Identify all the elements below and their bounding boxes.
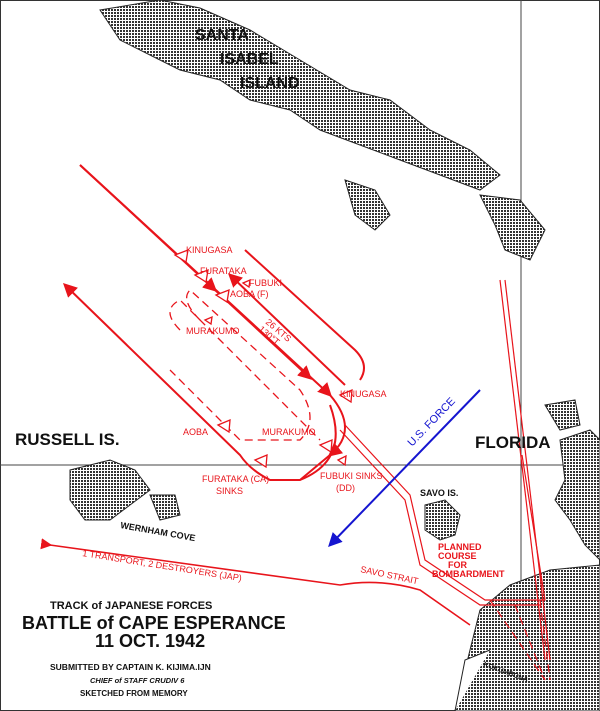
santa-isabel-islet	[344, 179, 391, 231]
label-russell: RUSSELL IS.	[15, 430, 120, 449]
ship-label: KINUGASA	[186, 245, 233, 255]
ship-label: KINUGASA	[340, 389, 387, 399]
transport-label: 1 TRANSPORT, 2 DESTROYERS (JAP)	[82, 548, 243, 583]
sketched-note: SKETCHED FROM MEMORY	[80, 689, 188, 698]
planned-course-label: FOR	[448, 560, 467, 570]
label-santa-isabel: ISLAND	[240, 75, 300, 92]
label-savo: SAVO IS.	[420, 488, 458, 498]
russell-islands	[69, 459, 151, 521]
ship-label: AOBA	[183, 427, 208, 437]
label-wernham: WERNHAM COVE	[120, 520, 197, 543]
santa-isabel-island	[99, 0, 501, 191]
planned-course-label: PLANNED	[438, 542, 482, 552]
sinking-label: FUBUKI SINKS	[320, 471, 383, 481]
ship-label: FURATAKA	[200, 266, 247, 276]
florida-islet	[544, 399, 581, 431]
title-line2: BATTLE of CAPE ESPERANCE	[22, 613, 286, 633]
japanese-tracks	[40, 164, 551, 681]
guadalcanal	[454, 564, 600, 711]
sinking-label: SINKS	[216, 486, 243, 496]
savo-island	[424, 499, 461, 541]
ship-label: FUBUKI	[249, 278, 282, 288]
guadalcanal-west	[454, 649, 491, 711]
chief-of-staff: CHIEF of STAFF CRUDIV 6	[90, 676, 185, 685]
santa-isabel-islet	[479, 194, 546, 261]
planned-course-label: BOMBARDMENT	[432, 569, 505, 579]
russell-islet	[149, 494, 181, 521]
submitted-by: SUBMITTED BY CAPTAIN K. KIJIMA.IJN	[50, 662, 211, 672]
sinking-label: FURATAKA (CA)	[202, 474, 269, 484]
ship-icons	[173, 248, 353, 469]
label-santa-isabel: SANTA	[195, 27, 249, 44]
sinking-label: (DD)	[336, 483, 355, 493]
us-force-track	[328, 389, 481, 548]
ship-label: AOBA (F)	[230, 289, 269, 299]
label-santa-isabel: ISABEL	[220, 51, 279, 68]
planned-course-label: COURSE	[438, 551, 477, 561]
title-line1: TRACK of JAPANESE FORCES	[50, 600, 212, 612]
title-line3: 11 OCT. 1942	[95, 631, 205, 651]
florida-island	[554, 429, 600, 561]
ship-label: MURAKUMO	[186, 326, 240, 336]
label-florida: FLORIDA	[475, 433, 551, 452]
ship-label: MURAKUMO	[262, 427, 316, 437]
